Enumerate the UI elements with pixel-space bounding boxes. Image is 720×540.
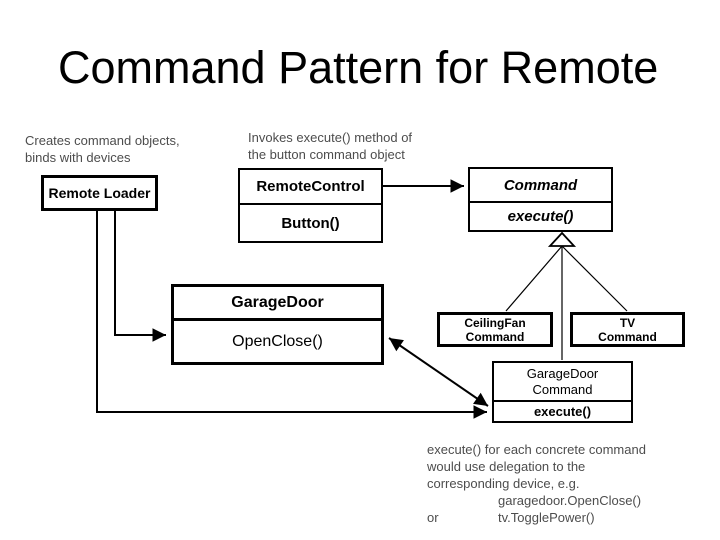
class-name-line: TV (619, 315, 636, 330)
class-box-tv-command: TV Command (570, 312, 685, 347)
class-method: Button() (240, 203, 381, 241)
class-name: GarageDoor Command (494, 363, 631, 400)
class-name-line: GarageDoor (526, 365, 599, 381)
class-box-command: Command execute() (468, 167, 613, 232)
inheritance-triangle (547, 231, 577, 247)
class-box-remote-control: RemoteControl Button() (238, 168, 383, 243)
class-name-line: CeilingFan (464, 315, 526, 330)
note-line: corresponding device, e.g. (427, 476, 580, 491)
class-name-line: Command (532, 381, 593, 397)
class-name: GarageDoor (231, 293, 324, 311)
class-name-line: Command (598, 329, 657, 344)
link-garagedoorcommand-garagedoor (388, 337, 489, 407)
slide-title: Command Pattern for Remote (58, 42, 659, 93)
class-method: execute() (470, 201, 611, 230)
class-name-line: Command (465, 329, 525, 344)
note-delegation: execute() for each concrete command woul… (427, 441, 707, 526)
class-box-remote-loader: Remote Loader (41, 175, 158, 211)
note-line: binds with devices (25, 150, 131, 165)
class-box-garage-door: GarageDoor OpenClose() (171, 284, 384, 365)
inheritance-line-tv (561, 245, 628, 312)
class-name: Remote Loader (48, 185, 151, 201)
note-creates-command-objects: Creates command objects, binds with devi… (25, 132, 235, 166)
class-method: OpenClose() (174, 318, 381, 362)
note-line: would use delegation to the (427, 459, 586, 474)
link-loader-garagedoor (114, 211, 166, 342)
note-line: Creates command objects, (25, 133, 180, 148)
class-method: execute() (494, 400, 631, 421)
note-or-label: or (427, 510, 439, 525)
note-line: or tv.TogglePower() (427, 509, 707, 526)
note-line: the button command object (248, 147, 405, 162)
note-line-text: tv.TogglePower() (498, 510, 595, 525)
note-line: execute() for each concrete command (427, 442, 646, 457)
class-box-garage-door-command: GarageDoor Command execute() (492, 361, 633, 423)
note-line: garagedoor.OpenClose() (498, 493, 642, 508)
note-invokes-execute: Invokes execute() method of the button c… (248, 129, 468, 163)
note-line: Invokes execute() method of (248, 130, 413, 145)
class-name: RemoteControl (256, 178, 365, 195)
class-name: Command (503, 176, 578, 194)
class-box-ceiling-fan-command: CeilingFan Command (437, 312, 553, 347)
inheritance-line-ceilingfan (505, 245, 563, 312)
